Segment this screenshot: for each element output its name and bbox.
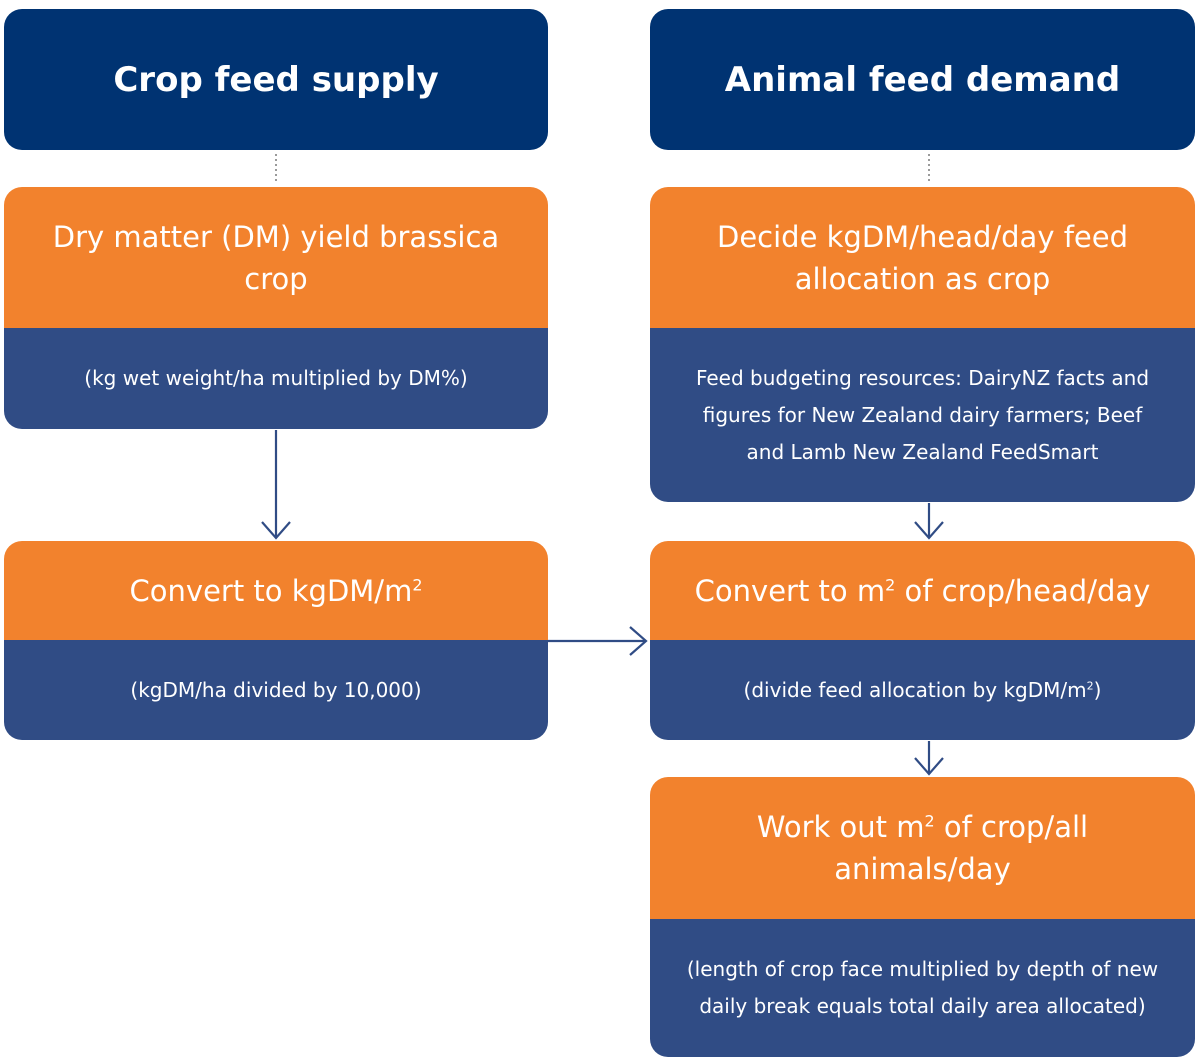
animal-feed-demand-header-text: Animal feed demand [724,59,1121,100]
convert-m2-card: Convert to m2 of crop/head/day (divide f… [650,541,1195,740]
crop-feed-supply-header: Crop feed supply [4,9,548,150]
feed-allocation-card: Decide kgDM/head/day feed allocation as … [650,187,1195,502]
feed-allocation-title-box: Decide kgDM/head/day feed allocation as … [650,187,1195,328]
convert-m2-title: Convert to m2 of crop/head/day [694,573,1151,608]
dm-yield-title: Dry matter (DM) yield brassica crop [52,219,500,296]
animal-feed-demand-header: Animal feed demand [650,9,1195,150]
workout-m2-title-box: Work out m2 of crop/all animals/day [650,777,1195,919]
demand-down-arrow-1 [914,503,944,540]
workout-m2-title: Work out m2 of crop/all animals/day [756,810,1089,886]
convert-kgdm-title: Convert to kgDM/m2 [129,573,423,608]
convert-kgdm-card: Convert to kgDM/m2 (kgDM/ha divided by 1… [4,541,548,740]
convert-m2-detail-box: (divide feed allocation by kgDM/m2) [650,640,1195,740]
convert-m2-detail: (divide feed allocation by kgDM/m2) [743,677,1102,702]
workout-m2-card: Work out m2 of crop/all animals/day (len… [650,777,1195,1057]
dm-yield-title-box: Dry matter (DM) yield brassica crop [4,187,548,328]
crop-feed-supply-header-text: Crop feed supply [113,59,439,100]
feed-allocation-detail: Feed budgeting resources: DairyNZ facts … [695,365,1150,464]
feed-allocation-detail-box: Feed budgeting resources: DairyNZ facts … [650,328,1195,502]
convert-m2-title-box: Convert to m2 of crop/head/day [650,541,1195,640]
dm-yield-card: Dry matter (DM) yield brassica crop (kg … [4,187,548,429]
supply-down-arrow [261,430,291,540]
workout-m2-detail-box: (length of crop face multiplied by depth… [650,919,1195,1057]
convert-kgdm-detail: (kgDM/ha divided by 10,000) [130,677,422,702]
dm-yield-detail-box: (kg wet weight/ha multiplied by DM%) [4,328,548,429]
dm-yield-detail: (kg wet weight/ha multiplied by DM%) [84,366,468,390]
convert-kgdm-title-box: Convert to kgDM/m2 [4,541,548,640]
cross-right-arrow [548,626,648,656]
convert-kgdm-detail-box: (kgDM/ha divided by 10,000) [4,640,548,740]
feed-allocation-title: Decide kgDM/head/day feed allocation as … [717,219,1128,296]
demand-down-arrow-2 [914,741,944,776]
workout-m2-detail: (length of crop face multiplied by depth… [686,957,1159,1018]
